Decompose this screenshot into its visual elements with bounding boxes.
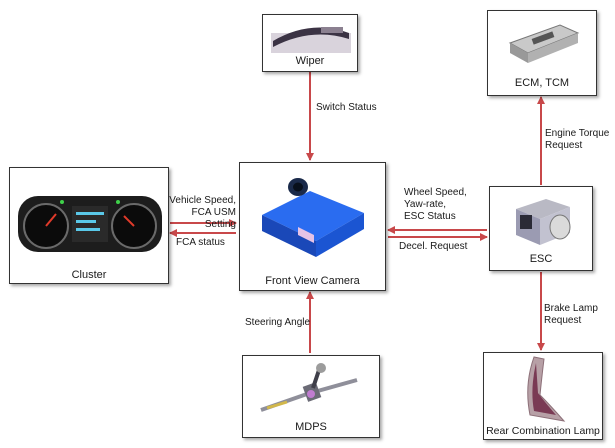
- wiper-label: Wiper: [295, 55, 325, 67]
- camera-label: Front View Camera: [265, 275, 360, 287]
- brake-lamp-line2: Request: [544, 315, 582, 326]
- engine-torque-line1: Engine Torque: [545, 128, 610, 139]
- wheel-speed-line2: Yaw-rate,: [404, 199, 447, 210]
- ecm-image: [508, 24, 580, 63]
- mdps-image: [260, 363, 358, 412]
- lamp-label: Rear Combination Lamp: [486, 425, 600, 437]
- lamp-image: [527, 356, 566, 422]
- ecm-tcm-node: ECM, TCM: [487, 10, 597, 96]
- brake-lamp-label: Brake Lamp Request: [544, 303, 598, 327]
- vehicle-speed-line2: FCA USM Setting: [191, 207, 236, 230]
- engine-torque-line2: Request: [545, 140, 583, 151]
- wheel-speed-label: Wheel Speed, Yaw-rate, ESC Status: [404, 187, 467, 223]
- mdps-node: MDPS: [242, 355, 380, 438]
- cluster-label: Cluster: [71, 269, 107, 281]
- wiper-node: Wiper: [262, 14, 358, 72]
- esc-node: ESC: [489, 186, 593, 271]
- wheel-speed-line3: ESC Status: [404, 211, 456, 222]
- rear-combination-lamp-node: Rear Combination Lamp: [483, 352, 603, 440]
- cluster-image: [18, 196, 162, 252]
- wiper-image: [271, 27, 351, 53]
- engine-torque-label: Engine Torque Request: [545, 128, 609, 152]
- esc-label: ESC: [529, 253, 553, 265]
- wheel-speed-line1: Wheel Speed,: [404, 187, 467, 198]
- mdps-label: MDPS: [295, 421, 327, 433]
- ecm-tcm-label: ECM, TCM: [514, 77, 570, 89]
- brake-lamp-line1: Brake Lamp: [544, 303, 598, 314]
- fca-status-label: FCA status: [176, 237, 225, 248]
- switch-status-label: Switch Status: [316, 102, 377, 113]
- esc-image: [516, 199, 571, 245]
- cluster-node: Cluster: [9, 167, 169, 284]
- front-view-camera-node: Front View Camera: [239, 162, 386, 291]
- decel-request-label: Decel. Request: [399, 241, 468, 252]
- camera-image: [262, 178, 364, 257]
- vehicle-speed-label: Vehicle Speed, FCA USM Setting: [162, 195, 236, 231]
- vehicle-speed-line1: Vehicle Speed,: [169, 195, 236, 206]
- steering-angle-label: Steering Angle: [245, 317, 311, 328]
